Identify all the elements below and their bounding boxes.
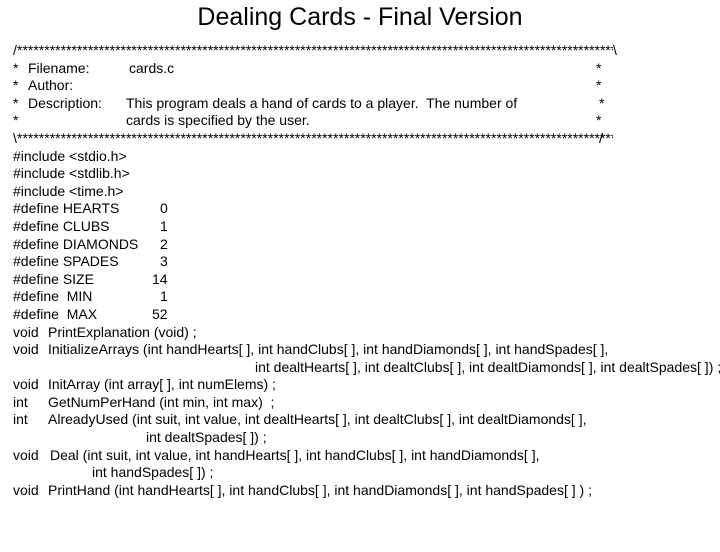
prototype-continuation: int dealtSpades[ ]) ; [13, 429, 713, 447]
comment-label: Filename: [28, 59, 90, 76]
comment-border-top: / **************************************… [13, 42, 713, 60]
prototype-line: void InitializeArrays (int handHearts[ ]… [13, 341, 713, 359]
prototype-continuation: int handSpades[ ]) ; [13, 464, 713, 482]
comment-corner: \ [13, 129, 17, 146]
prototype-line: void PrintExplanation (void) ; [13, 324, 713, 342]
define-name: #define DIAMONDS [13, 235, 139, 252]
return-type: void [13, 323, 39, 340]
define-line: #define SIZE 14 [13, 271, 713, 289]
return-type: int [13, 393, 28, 410]
return-type: void [13, 376, 39, 393]
define-value: 52 [152, 305, 168, 322]
prototype-text: int dealtHearts[ ], int dealtClubs[ ], i… [255, 358, 720, 375]
define-value: 0 [160, 200, 168, 217]
comment-corner: \ [613, 42, 617, 58]
prototype-text: InitArray (int array[ ], int numElems) ; [48, 376, 276, 393]
define-line: #define HEARTS 0 [13, 200, 713, 218]
prototype-line: int AlreadyUsed (int suit, int value, in… [13, 411, 713, 429]
prototype-line: void PrintHand (int handHearts[ ], int h… [13, 482, 713, 500]
define-line: #define DIAMONDS 2 [13, 236, 713, 254]
define-line: #define SPADES 3 [13, 253, 713, 271]
prototype-text: PrintHand (int handHearts[ ], int handCl… [48, 481, 592, 498]
define-name: #define CLUBS [13, 217, 110, 234]
slide-title: Dealing Cards - Final Version [197, 3, 523, 31]
code-listing: / **************************************… [13, 42, 720, 500]
comment-border-bottom: \ **************************************… [13, 130, 713, 148]
prototype-text: AlreadyUsed (int suit, int value, int de… [48, 411, 587, 428]
define-value: 14 [152, 270, 168, 287]
return-type: void [13, 481, 39, 498]
comment-stars: ****************************************… [17, 129, 613, 146]
comment-label: Author: [28, 77, 74, 94]
define-value: 2 [160, 235, 168, 252]
comment-text: This program deals a hand of cards to a … [126, 94, 518, 111]
define-value: 3 [160, 253, 168, 270]
include-line: #include <time.h> [13, 182, 124, 199]
prototype-text: int dealtSpades[ ]) ; [146, 429, 267, 446]
prototype-line: void Deal (int suit, int value, int hand… [13, 447, 713, 465]
return-type: int [13, 411, 28, 428]
comment-label: Description: [28, 94, 102, 111]
include-line: #include <stdlib.h> [13, 165, 130, 182]
define-line: #define MAX 52 [13, 306, 713, 324]
define-line: #define CLUBS 1 [13, 218, 713, 236]
return-type: void [13, 341, 39, 358]
prototype-text: int handSpades[ ]) ; [92, 464, 214, 481]
comment-line: * Filename: cards.c * [13, 59, 602, 76]
return-type: void [13, 446, 39, 463]
prototype-continuation: int dealtHearts[ ], int dealtClubs[ ], i… [13, 359, 720, 377]
define-line: #define MIN 1 [13, 288, 713, 306]
define-name: #define MAX [13, 305, 98, 322]
prototype-text: PrintExplanation (void) ; [48, 323, 197, 340]
comment-text: cards.c [129, 59, 175, 76]
define-name: #define HEARTS [13, 200, 120, 217]
define-value: 1 [160, 217, 168, 234]
comment-stars: ****************************************… [17, 42, 613, 58]
include-line: #include <stdio.h> [13, 147, 127, 164]
comment-corner: / [599, 129, 603, 146]
define-name: #define SIZE [13, 270, 94, 287]
prototype-line: int GetNumPerHand (int min, int max) ; [13, 394, 713, 412]
prototype-text: InitializeArrays (int handHearts[ ], int… [48, 341, 609, 358]
define-name: #define MIN [13, 288, 93, 305]
define-value: 1 [160, 288, 168, 305]
comment-text: cards is specified by the user. [126, 112, 310, 129]
prototype-text: GetNumPerHand (int min, int max) ; [48, 393, 275, 410]
prototype-text: Deal (int suit, int value, int handHeart… [50, 446, 540, 463]
comment-line: * Description: This program deals a hand… [13, 94, 605, 111]
comment-line: * Author: * [13, 77, 602, 94]
comment-line: * cards is specified by the user. * [13, 112, 602, 129]
define-name: #define SPADES [13, 253, 119, 270]
comment-corner: / [13, 42, 17, 58]
prototype-line: void InitArray (int array[ ], int numEle… [13, 376, 713, 394]
